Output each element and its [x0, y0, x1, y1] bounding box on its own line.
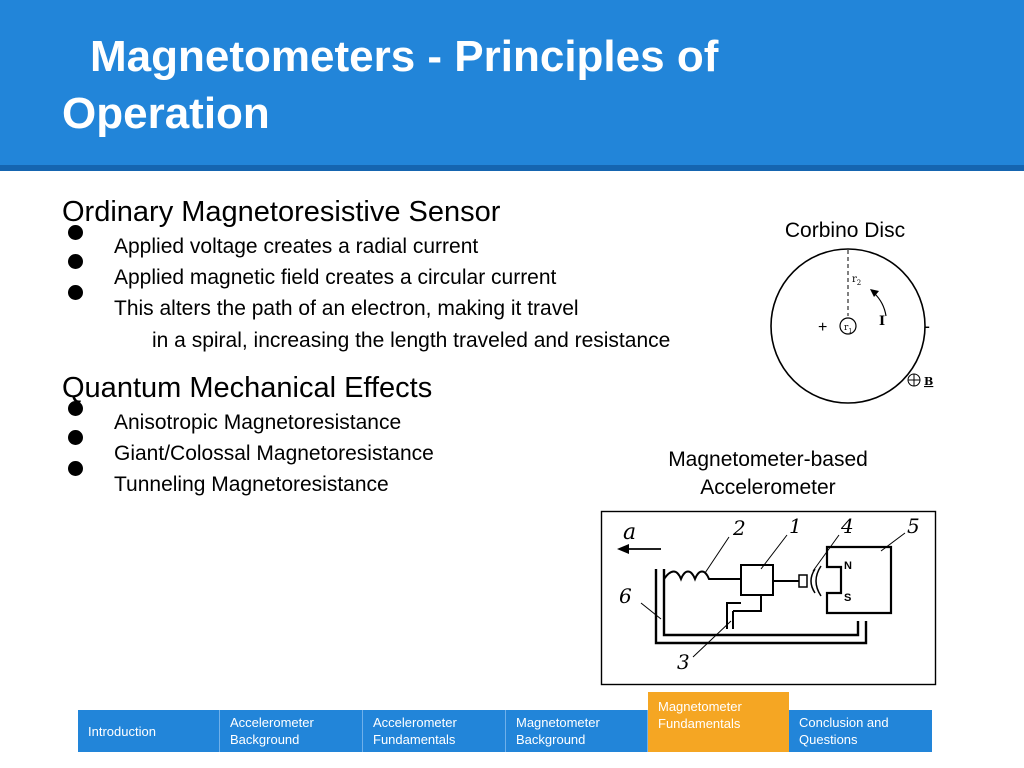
slide-title: Magnetometers - Principles of Operation — [62, 28, 962, 142]
list-item: Giant/Colossal Magnetoresistance — [114, 442, 434, 465]
part-3-label: 3 — [677, 650, 690, 674]
section-heading-quantum: Quantum Mechanical Effects — [62, 372, 433, 404]
nav-item-conclusion-and-questions[interactable]: Conclusion and Questions — [799, 715, 889, 747]
current-label: I — [879, 314, 885, 329]
section-heading-magnetoresistive: Ordinary Magnetoresistive Sensor — [62, 196, 501, 228]
list-item: Tunneling Magnetoresistance — [114, 473, 389, 496]
bullet-icon — [68, 254, 83, 269]
magnet — [825, 545, 893, 615]
acceleration-arrowhead — [617, 544, 629, 554]
corbino-disc-diagram: r2 r1 I + - B — [770, 248, 933, 404]
field-label: B — [924, 375, 933, 388]
list-item: Anisotropic Magnetoresistance — [114, 411, 402, 434]
proof-mass — [740, 564, 774, 596]
leader-5 — [880, 532, 906, 552]
current-arrowhead — [870, 289, 879, 297]
list-item-continuation: in a spiral, increasing the length trave… — [152, 329, 671, 352]
plus-terminal-label: + — [818, 319, 827, 336]
magnet-north-label: N — [844, 560, 852, 572]
list-item: Applied magnetic field creates a circula… — [114, 266, 557, 289]
sensor-element — [798, 574, 808, 588]
title-bar: Magnetometers - Principles of Operation — [0, 0, 1024, 171]
accelerometer-caption-line-2: Accelerometer — [700, 476, 836, 499]
damper — [726, 595, 762, 629]
section-nav-bar: Introduction Accelerometer Background Ac… — [78, 692, 932, 752]
bullet-icon — [68, 285, 83, 300]
bullet-icon — [68, 401, 83, 416]
part-6-label: 6 — [619, 584, 632, 608]
nav-item-introduction[interactable]: Introduction — [78, 710, 220, 752]
accelerometer-diagram: a N S 2 1 4 5 6 3 — [600, 510, 937, 686]
nav-item-accelerometer-background[interactable]: Accelerometer Background — [220, 710, 363, 752]
base-frame — [654, 569, 868, 645]
accelerometer-caption-line-1: Magnetometer-based — [668, 448, 868, 471]
leader-4 — [812, 534, 840, 572]
list-item: Applied voltage creates a radial current — [114, 235, 479, 258]
bullet-icon — [68, 461, 83, 476]
field-lines — [810, 565, 822, 597]
disc-inner-circle — [839, 317, 857, 335]
part-4-label: 4 — [840, 514, 854, 538]
part-5-label: 5 — [907, 514, 920, 538]
slide-title-line-2: Operation — [62, 89, 270, 138]
r1-label: r1 — [844, 323, 852, 335]
bullet-icon — [68, 225, 83, 240]
spring — [663, 570, 741, 582]
slide-title-line-1: Magnetometers - Principles of — [90, 32, 719, 81]
part-1-label: 1 — [789, 514, 802, 538]
bullet-icon — [68, 430, 83, 445]
leader-3 — [692, 620, 732, 658]
nav-item-accelerometer-fundamentals[interactable]: Accelerometer Fundamentals — [363, 710, 506, 752]
leader-1 — [760, 534, 788, 570]
minus-terminal-label: - — [924, 316, 930, 336]
part-2-label: 2 — [732, 516, 746, 540]
nav-item-magnetometer-fundamentals[interactable]: Magnetometer Fundamentals — [648, 692, 789, 752]
list-item: This alters the path of an electron, mak… — [114, 297, 579, 320]
r2-label: r2 — [852, 274, 861, 287]
accelerometer-caption: Magnetometer-based Accelerometer — [618, 446, 918, 502]
acceleration-label: a — [623, 520, 636, 545]
base-frame-inner — [662, 569, 860, 637]
leader-2 — [704, 536, 730, 574]
corbino-caption: Corbino Disc — [784, 219, 906, 242]
nav-item-magnetometer-background[interactable]: Magnetometer Background — [506, 710, 648, 752]
magnet-south-label: S — [844, 592, 851, 604]
leader-6 — [640, 602, 662, 620]
